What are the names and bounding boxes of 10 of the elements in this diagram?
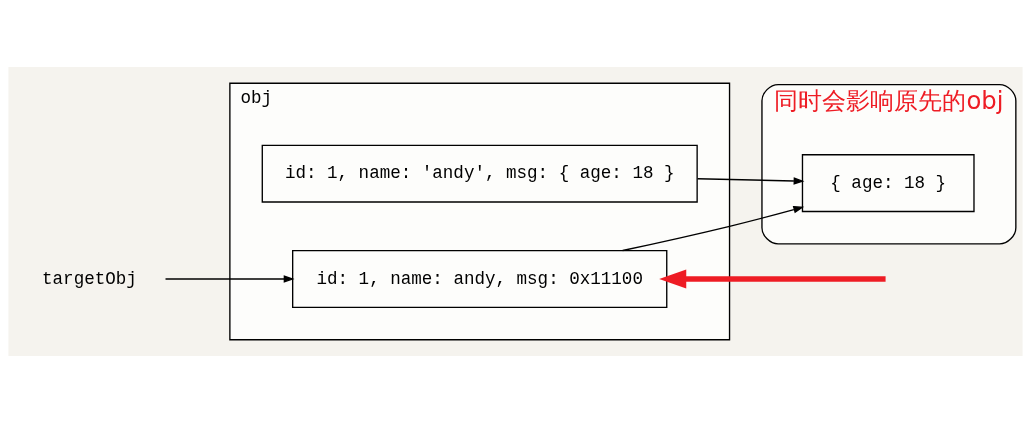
node-box: { age: 18 } — [801, 154, 975, 213]
arrow — [696, 177, 805, 185]
node-text: targetObj — [42, 268, 137, 289]
arrow — [622, 206, 805, 252]
node-box: id: 1, name: andy, msg: 0x11100 — [292, 250, 668, 309]
arrow — [164, 275, 295, 283]
cluster — [229, 82, 731, 341]
node-box: id: 1, name: 'andy', msg: { age: 18 } — [261, 144, 698, 203]
arrow — [659, 269, 886, 289]
node-label: obj — [240, 87, 273, 108]
